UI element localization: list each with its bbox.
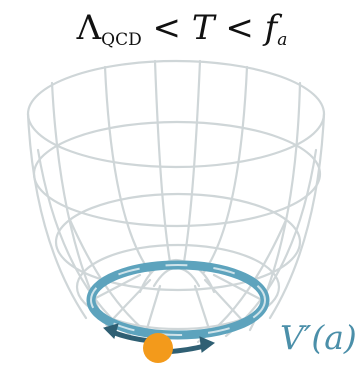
mesh-radial <box>195 286 210 332</box>
mesh-rim-top <box>28 61 324 167</box>
mesh-ring-2 <box>34 122 320 226</box>
mesh-meridian <box>155 61 170 262</box>
mesh-radial <box>146 286 160 332</box>
potential-mesh <box>28 61 324 342</box>
mesh-meridian <box>184 61 200 262</box>
mesh-ring-3 <box>56 194 300 290</box>
tilt-arrow-right-head <box>200 337 214 352</box>
mesh-meridian <box>105 67 150 272</box>
orange-ball-icon <box>143 333 173 363</box>
mesh-meridian <box>204 67 247 272</box>
mesh-hump-inner <box>154 268 199 286</box>
potential-tilt-label: V′(a) <box>280 318 357 358</box>
